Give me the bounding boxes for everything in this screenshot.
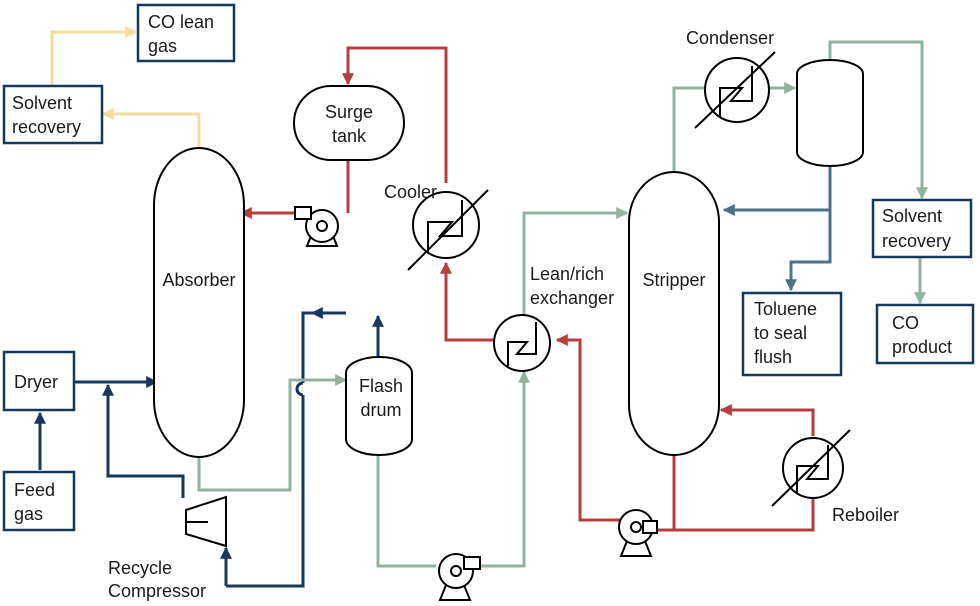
- compressor-label: Compressor: [108, 581, 206, 601]
- flash-drum: [345, 356, 413, 456]
- stripper-column: [628, 171, 720, 456]
- reboiler-label: Reboiler: [832, 505, 899, 525]
- exchanger-label: exchanger: [530, 288, 614, 308]
- svg-text:product: product: [892, 337, 952, 357]
- solvent-recovery-left-box: Solvent recovery: [2, 84, 104, 145]
- compressor-label: Recycle: [108, 558, 172, 578]
- cooler-label: Cooler: [384, 182, 437, 202]
- reflux-drum: [796, 59, 864, 167]
- absorber-column: [153, 147, 245, 458]
- reflux-stream: [722, 165, 832, 292]
- recycle-compressor: [185, 495, 227, 548]
- stripper-label: Stripper: [642, 270, 705, 290]
- surge-tank-label: Surge: [325, 102, 373, 122]
- feed-gas-box: Feed gas: [2, 470, 76, 532]
- toluene-box: Toluene to seal flush: [741, 291, 843, 377]
- svg-text:CO lean: CO lean: [148, 12, 214, 32]
- dryer-box: Dryer: [2, 350, 76, 412]
- stripper-bottoms-pump: [618, 509, 658, 557]
- svg-text:Solvent: Solvent: [882, 206, 942, 226]
- flash-drum-pump: [438, 553, 481, 601]
- condenser-exchanger: [694, 51, 776, 129]
- rich-solvent-stream: [197, 40, 928, 568]
- svg-text:recovery: recovery: [882, 231, 951, 251]
- svg-text:recovery: recovery: [12, 117, 81, 137]
- absorber-overhead-stream: [50, 26, 201, 150]
- co-lean-gas-box: CO lean gas: [136, 3, 236, 63]
- condenser-label: Condenser: [686, 28, 774, 48]
- svg-text:gas: gas: [148, 36, 177, 56]
- exchanger-label: Lean/rich: [530, 264, 604, 284]
- surge-tank: [293, 85, 405, 161]
- absorber-feed-pump: [294, 206, 339, 247]
- svg-text:Solvent: Solvent: [12, 93, 72, 113]
- svg-text:Toluene: Toluene: [754, 299, 817, 319]
- solvent-recovery-right-box: Solvent recovery: [871, 198, 973, 259]
- feed-gas-stream: [34, 307, 384, 588]
- svg-text:CO: CO: [892, 313, 919, 333]
- svg-text:Dryer: Dryer: [14, 372, 58, 392]
- flash-drum-label: Flash: [359, 376, 403, 396]
- reboiler-exchanger: [771, 429, 851, 507]
- lean-rich-exchanger: [493, 314, 551, 372]
- svg-text:Feed: Feed: [14, 480, 55, 500]
- cooler-exchanger: [407, 189, 489, 271]
- svg-text:flush: flush: [754, 347, 792, 367]
- svg-text:to seal: to seal: [754, 323, 807, 343]
- flash-drum-label: drum: [360, 400, 401, 420]
- absorber-label: Absorber: [162, 270, 235, 290]
- co-product-box: CO product: [875, 303, 975, 365]
- svg-text:gas: gas: [14, 504, 43, 524]
- surge-tank-label: tank: [332, 126, 367, 146]
